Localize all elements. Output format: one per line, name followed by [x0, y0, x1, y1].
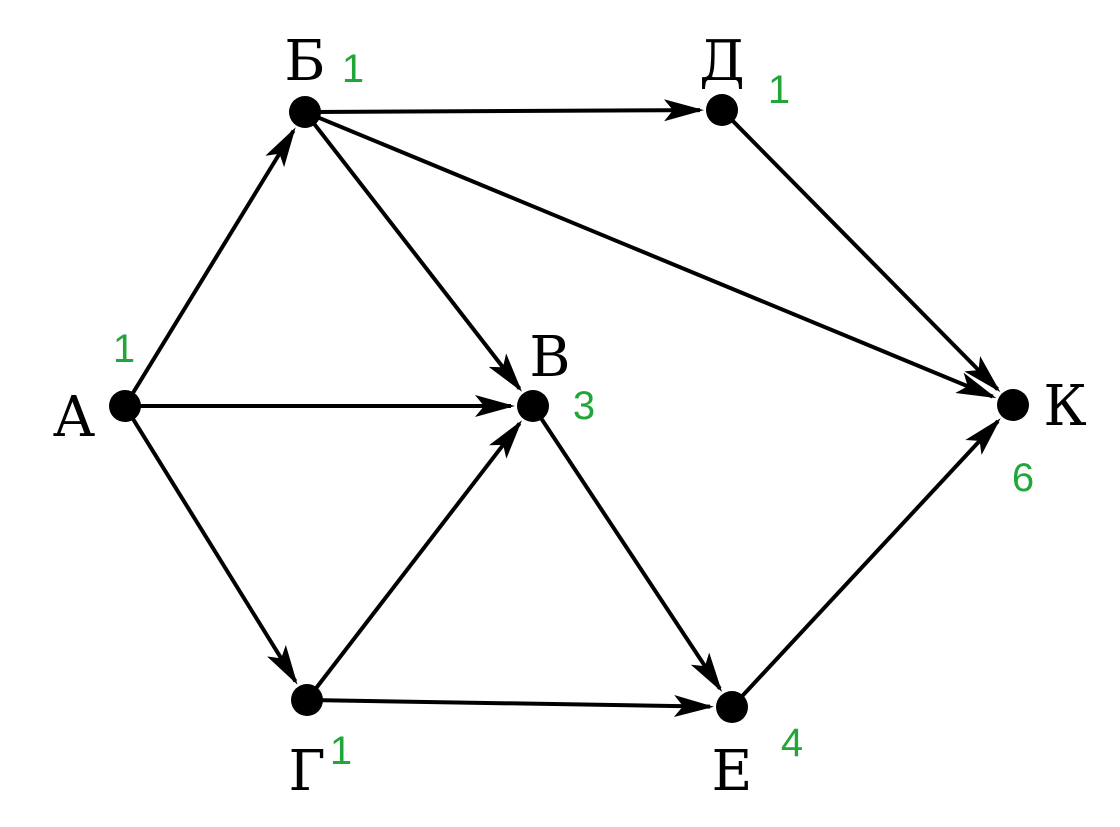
- path-count-E: 4: [781, 721, 803, 765]
- edge-E-K: [737, 418, 1001, 702]
- node-A: [109, 390, 141, 422]
- edge-B-V: [309, 118, 522, 392]
- path-count-B: 1: [342, 47, 364, 91]
- node-label-D: Д: [699, 29, 745, 94]
- node-B: [289, 96, 321, 128]
- node-E: [716, 691, 748, 723]
- node-label-A: А: [53, 385, 95, 450]
- edge-A-G: [128, 413, 298, 685]
- node-label-B: Б: [284, 29, 325, 94]
- node-D: [706, 94, 738, 126]
- path-count-A: 1: [113, 327, 135, 371]
- edge-B-D: [314, 99, 705, 122]
- node-label-G: Г: [288, 739, 325, 804]
- edge-G-E: [316, 695, 715, 718]
- node-K: [997, 389, 1029, 421]
- edge-A-B: [128, 127, 296, 399]
- edge-V-E: [536, 412, 723, 692]
- edge-D-K: [727, 115, 1001, 393]
- edge-G-V: [311, 420, 523, 694]
- node-label-E: Е: [712, 739, 753, 804]
- node-label-V: В: [529, 325, 570, 390]
- path-count-K: 6: [1012, 456, 1034, 500]
- path-count-V: 3: [573, 384, 595, 428]
- node-G: [291, 684, 323, 716]
- path-count-G: 1: [330, 729, 352, 773]
- node-label-K: К: [1043, 374, 1086, 439]
- node-V: [517, 390, 549, 422]
- edges: [128, 99, 1001, 718]
- path-count-D: 1: [768, 68, 790, 112]
- edge-B-K: [313, 113, 997, 399]
- nodes: [109, 94, 1029, 723]
